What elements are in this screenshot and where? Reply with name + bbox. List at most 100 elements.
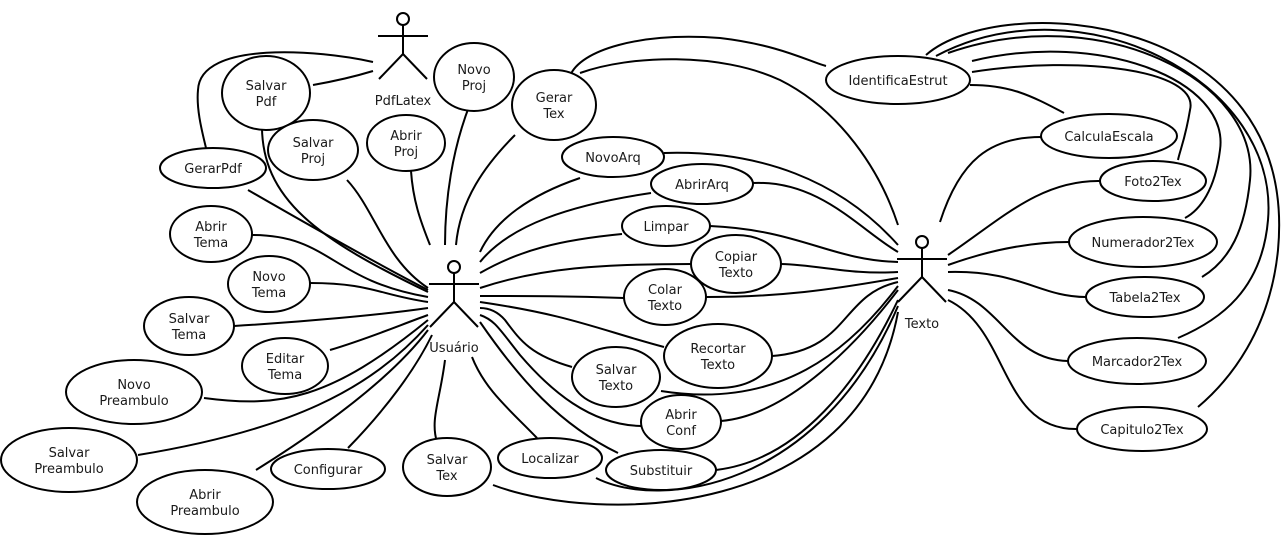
use-case-ellipse[interactable] (143, 296, 235, 356)
use-case-label: Gerar (536, 91, 573, 106)
use-case-ellipse[interactable] (561, 136, 665, 178)
use-cases: SalvarPdfNovoProjGerarTexSalvarProjAbrir… (0, 42, 1218, 535)
use-case-foto2tex[interactable]: Foto2Tex (1099, 160, 1207, 202)
use-case-label: Localizar (521, 452, 579, 467)
use-case-ellipse[interactable] (270, 448, 386, 490)
use-case-substituir[interactable]: Substituir (605, 449, 717, 491)
association-line (971, 50, 1222, 219)
use-case-ellipse[interactable] (227, 255, 311, 313)
use-case-ellipse[interactable] (640, 394, 722, 450)
use-case-ellipse[interactable] (497, 437, 603, 479)
actor-usuario[interactable]: Usuário (429, 260, 479, 356)
use-case-gerar-pdf[interactable]: GerarPdf (159, 147, 267, 189)
use-case-label: Abrir (189, 488, 221, 503)
use-case-ellipse[interactable] (511, 69, 597, 141)
use-case-ellipse[interactable] (663, 323, 773, 389)
use-case-label: Substituir (630, 464, 693, 479)
use-case-ellipse[interactable] (690, 234, 782, 294)
use-case-ellipse[interactable] (1040, 113, 1178, 159)
use-case-ellipse[interactable] (433, 42, 515, 112)
use-case-ellipse[interactable] (1067, 337, 1207, 385)
use-case-calcula-escala[interactable]: CalculaEscala (1040, 113, 1178, 159)
use-case-label: Abrir (390, 129, 422, 144)
use-case-ellipse[interactable] (650, 163, 754, 205)
use-case-label: Preambulo (99, 394, 168, 409)
association-line (260, 121, 429, 293)
association-line (479, 307, 573, 368)
use-case-ellipse[interactable] (605, 449, 717, 491)
association-line (569, 35, 827, 77)
use-case-ellipse[interactable] (65, 359, 203, 425)
use-case-tabela2tex[interactable]: Tabela2Tex (1085, 276, 1205, 318)
use-case-marcador2tex[interactable]: Marcador2Tex (1067, 337, 1207, 385)
use-case-label: Configurar (294, 463, 363, 478)
use-case-label: Tema (251, 286, 286, 301)
use-case-numerador2tex[interactable]: Numerador2Tex (1068, 216, 1218, 268)
actor-pdflatex[interactable]: PdfLatex (375, 12, 432, 109)
use-case-ellipse[interactable] (267, 119, 359, 181)
use-case-ellipse[interactable] (825, 55, 971, 105)
use-case-label: Salvar (246, 79, 287, 94)
use-case-ellipse[interactable] (621, 205, 711, 247)
association-line (329, 314, 429, 351)
use-case-label: CalculaEscala (1064, 130, 1153, 145)
use-case-ellipse[interactable] (366, 114, 446, 172)
use-case-ellipse[interactable] (136, 469, 274, 535)
use-case-ellipse[interactable] (1085, 276, 1205, 318)
association-line (479, 314, 642, 427)
use-case-ellipse[interactable] (1068, 216, 1218, 268)
use-case-novo-arq[interactable]: NovoArq (561, 136, 665, 178)
actor-left-leg (429, 301, 455, 328)
association-line (233, 307, 429, 327)
use-case-ellipse[interactable] (221, 55, 311, 131)
use-case-ellipse[interactable] (169, 205, 253, 263)
use-case-ellipse[interactable] (1076, 406, 1208, 452)
association-line (780, 263, 899, 274)
use-case-ellipse[interactable] (1099, 160, 1207, 202)
association-line (203, 319, 429, 403)
use-case-localizar[interactable]: Localizar (497, 437, 603, 479)
use-case-ellipse[interactable] (571, 346, 661, 408)
use-case-label: Salvar (49, 446, 90, 461)
association-line (939, 136, 1042, 223)
actor-texto[interactable]: Texto (897, 235, 947, 332)
use-case-label: Tex (435, 469, 458, 484)
use-case-limpar[interactable]: Limpar (621, 205, 711, 247)
use-case-capitulo2tex[interactable]: Capitulo2Tex (1076, 406, 1208, 452)
use-case-abrir-arq[interactable]: AbrirArq (650, 163, 754, 205)
use-case-label: Salvar (169, 312, 210, 327)
use-case-label: Texto (718, 266, 753, 281)
use-case-configurar[interactable]: Configurar (270, 448, 386, 490)
association-line (947, 289, 1069, 362)
use-case-ellipse[interactable] (159, 147, 267, 189)
use-case-label: Novo (117, 378, 150, 393)
use-case-ellipse[interactable] (0, 427, 138, 493)
use-case-label: Copiar (715, 250, 758, 265)
use-case-ellipse[interactable] (241, 337, 329, 395)
use-case-identifica-estrut[interactable]: IdentificaEstrut (825, 55, 971, 105)
association-line (720, 289, 899, 422)
use-case-ellipse[interactable] (402, 437, 492, 497)
use-case-ellipse[interactable] (623, 268, 707, 326)
use-case-label: Proj (462, 79, 486, 94)
use-case-label: Capitulo2Tex (1100, 423, 1184, 438)
use-case-label: Editar (266, 352, 305, 367)
